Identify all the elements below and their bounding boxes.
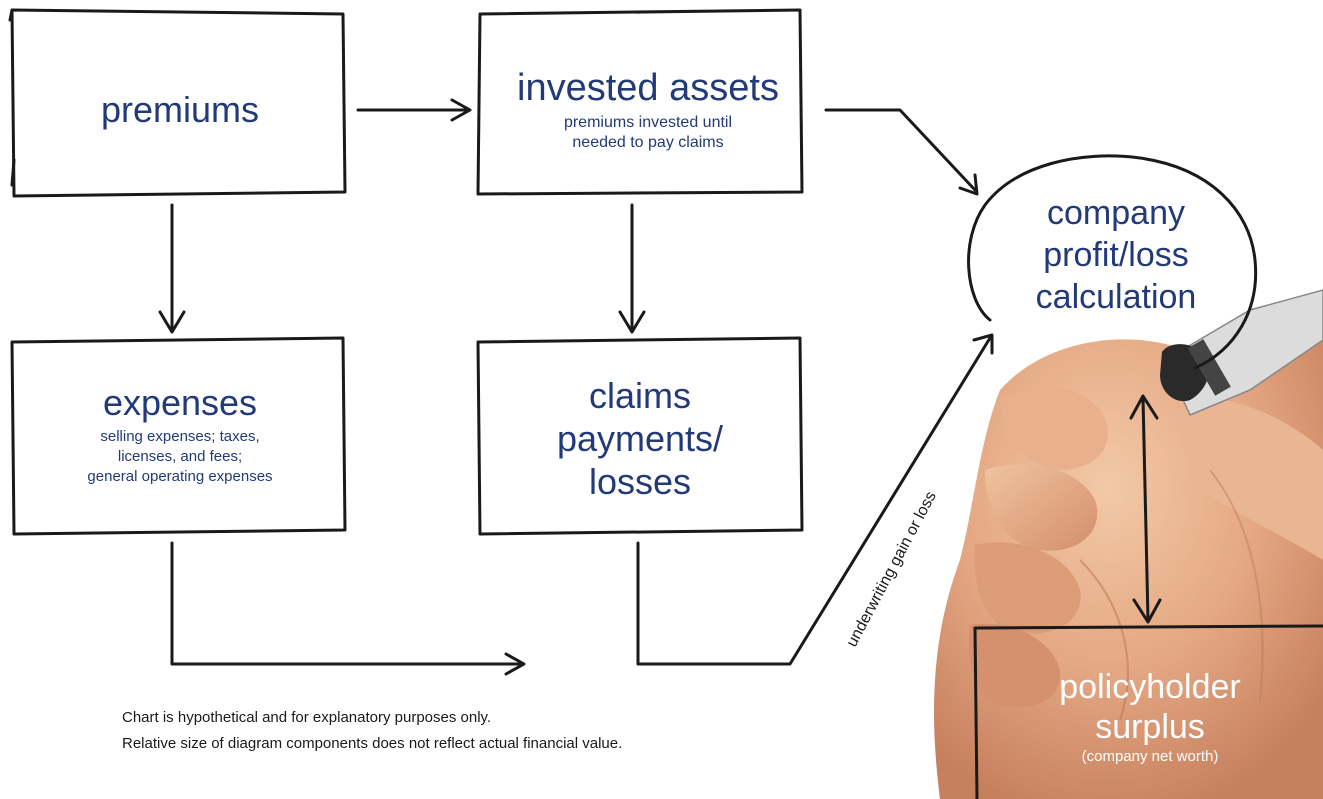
surplus-title-2: surplus bbox=[1095, 708, 1205, 746]
expenses-box: expenses selling expenses; taxes, licens… bbox=[10, 336, 347, 536]
arrow-invested-to-claims bbox=[618, 203, 646, 334]
invested-assets-title: invested assets bbox=[517, 67, 779, 109]
invested-assets-sub-1: premiums invested until bbox=[564, 114, 732, 131]
profit-title-1: company bbox=[1047, 194, 1185, 232]
expenses-sub-2: licenses, and fees; bbox=[118, 448, 242, 465]
expenses-sub-1: selling expenses; taxes, bbox=[100, 428, 259, 445]
underwriting-edge-label: underwriting gain or loss bbox=[844, 489, 940, 650]
arrow-profit-surplus bbox=[1129, 394, 1162, 624]
expenses-title: expenses bbox=[103, 382, 257, 423]
invested-assets-sub-2: needed to pay claims bbox=[572, 134, 723, 151]
expenses-sub-3: general operating expenses bbox=[87, 468, 272, 485]
claims-box: claims payments/ losses bbox=[476, 336, 804, 536]
arrow-premiums-to-expenses bbox=[158, 203, 186, 334]
surplus-sub: (company net worth) bbox=[1082, 748, 1219, 765]
footnote-line-1: Chart is hypothetical and for explanator… bbox=[122, 709, 492, 726]
profit-title-2: profit/loss bbox=[1043, 236, 1189, 274]
arrow-premiums-to-invested bbox=[356, 98, 472, 122]
invested-assets-box: invested assets premiums invested until … bbox=[476, 8, 804, 196]
profit-title-3: calculation bbox=[1036, 278, 1197, 316]
arrow-invested-to-profit bbox=[824, 108, 979, 196]
surplus-box: policyholder surplus (company net worth) bbox=[973, 624, 1323, 799]
footnote-line-2: Relative size of diagram components does… bbox=[122, 735, 623, 752]
premiums-title: premiums bbox=[101, 89, 259, 130]
arrow-claims-to-profit bbox=[636, 333, 994, 666]
premiums-box: premiums bbox=[8, 8, 347, 198]
hand-illustration bbox=[934, 289, 1323, 799]
arrow-expenses-to-bottom bbox=[170, 541, 526, 676]
profit-loss-oval: company profit/loss calculation bbox=[967, 154, 1258, 370]
surplus-title-1: policyholder bbox=[1059, 668, 1240, 706]
claims-title-2: payments/ bbox=[557, 418, 723, 459]
claims-title-1: claims bbox=[589, 375, 691, 416]
claims-title-3: losses bbox=[589, 461, 691, 502]
